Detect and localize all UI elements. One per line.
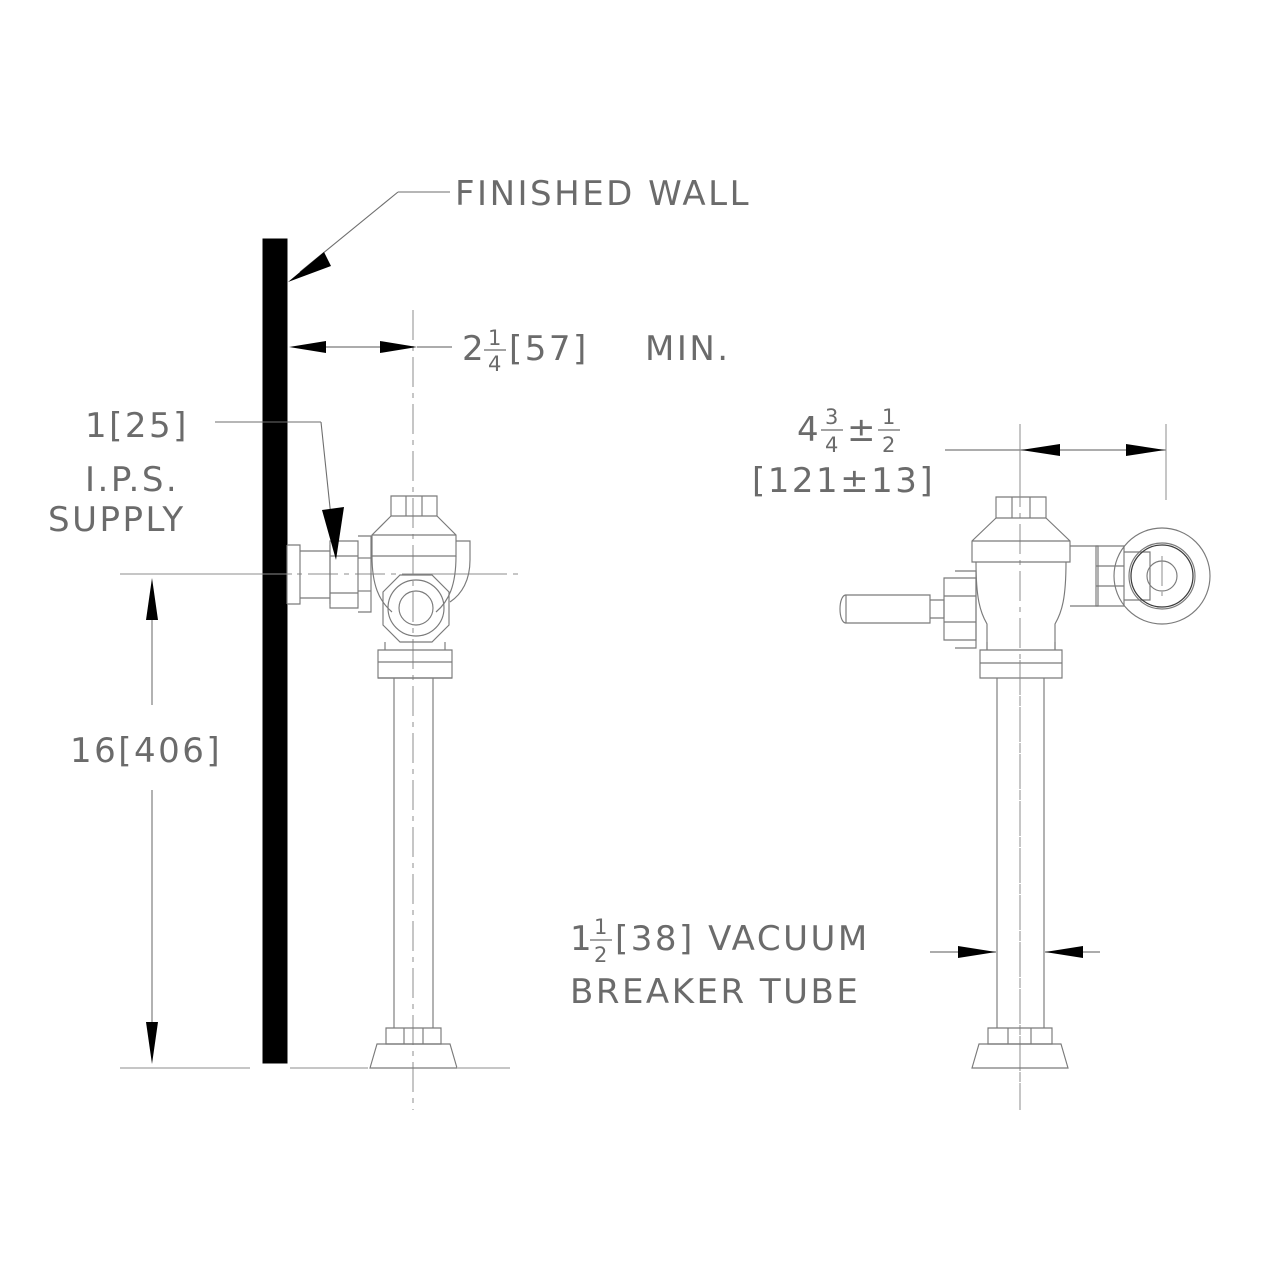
tailpiece-coupling — [1070, 545, 1151, 607]
outlet-offset-tol-numerator: 1 — [882, 405, 895, 429]
wall-offset-bracket: [57] — [509, 329, 589, 369]
spud-coupling — [369, 1027, 458, 1069]
front-elevation-view — [839, 424, 1211, 1110]
outlet-offset-plusminus: ± — [847, 410, 878, 450]
vb-tube-whole: 1 — [570, 919, 594, 959]
wall-offset-whole: 2 — [462, 329, 486, 369]
finished-wall-label: FINISHED WALL — [455, 174, 751, 214]
vb-tube-denominator: 2 — [594, 943, 607, 967]
outlet-offset-denominator: 4 — [825, 433, 838, 457]
wall-offset-dimension-text: 2 1 4 [57] MIN. — [462, 326, 731, 376]
side-elevation-view — [120, 191, 520, 1110]
flushometer-body — [371, 495, 471, 679]
ips-supply-line3: SUPPLY — [48, 500, 186, 540]
vacuum-breaker-tube-dimension — [930, 946, 1100, 958]
control-stop — [329, 535, 372, 613]
wall-offset-suffix: MIN. — [645, 329, 731, 369]
wall-offset-numerator: 1 — [488, 326, 501, 350]
wall-offset-dimension — [289, 341, 452, 353]
vb-tube-line1-rest: [38] VACUUM — [615, 919, 870, 959]
rough-in-height-dimension — [146, 578, 158, 1064]
vacuum-breaker-tube — [393, 678, 434, 1028]
wall-offset-denominator: 4 — [488, 352, 501, 376]
outlet-offset-tol-denominator: 2 — [882, 433, 895, 457]
vacuum-breaker-tube-front — [996, 660, 1045, 1110]
flushometer-body-front — [971, 496, 1071, 679]
vacuum-breaker-tube-label: 1 1 2 [38] VACUUM BREAKER TUBE — [570, 915, 870, 1012]
outlet-offset-text: 4 3 4 ± 1 2 [121±13] — [752, 405, 935, 501]
outlet-offset-whole: 4 — [797, 410, 821, 450]
outlet-offset-dimension — [945, 424, 1167, 500]
handle-lever — [839, 594, 945, 624]
ips-supply-line1: 1[25] — [85, 406, 189, 446]
outlet-offset-numerator: 3 — [825, 405, 838, 429]
handle-coupling — [943, 570, 977, 649]
ips-supply-leader — [215, 421, 344, 560]
spud-coupling-front — [971, 1027, 1069, 1069]
ips-supply-label: 1[25] I.P.S. SUPPLY — [48, 406, 189, 540]
finished-wall — [262, 238, 288, 1064]
outlet-elbow — [1113, 527, 1211, 625]
vb-tube-line2: BREAKER TUBE — [570, 972, 860, 1012]
outlet-offset-bracket: [121±13] — [752, 461, 935, 501]
finished-wall-leader — [288, 191, 450, 282]
vb-tube-numerator: 1 — [594, 915, 607, 939]
ips-supply-line2: I.P.S. — [85, 460, 179, 500]
rough-in-height-label: 16[406] — [70, 731, 222, 771]
